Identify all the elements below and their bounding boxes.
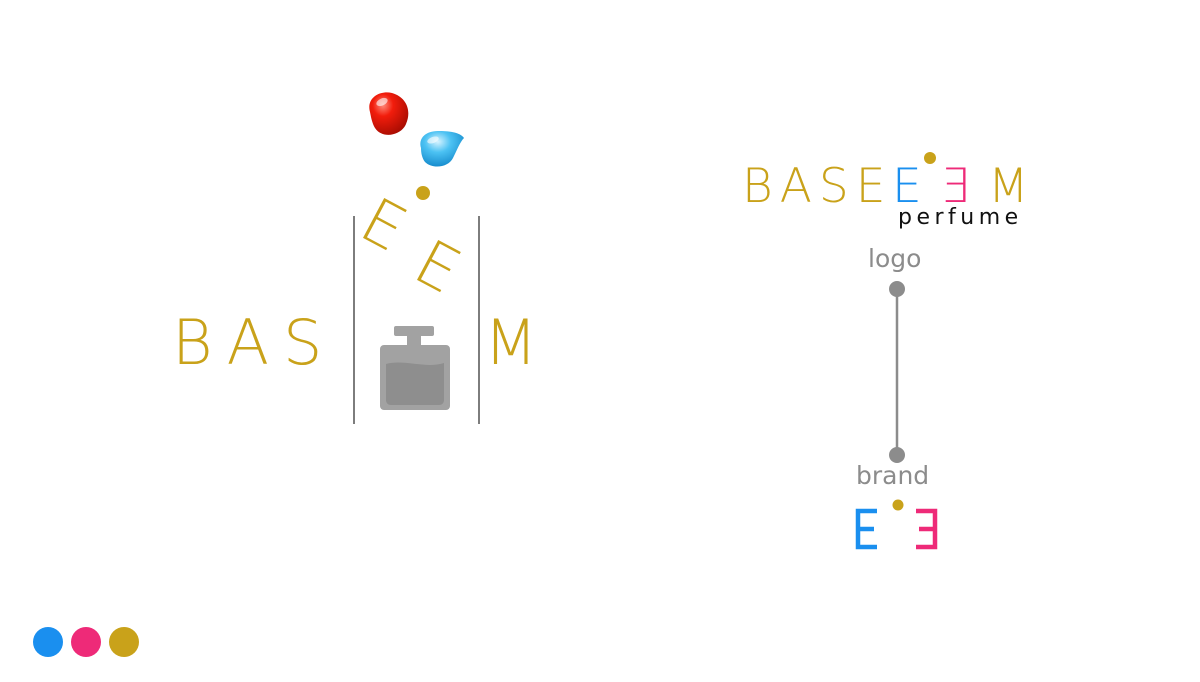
word-bas: BAS	[172, 306, 337, 379]
left-divider-line	[353, 216, 355, 424]
connector-line-icon	[889, 281, 905, 463]
color-swatch-pink	[71, 627, 101, 657]
logo-letter-m: M	[988, 159, 1029, 214]
brand-mark-icon	[855, 499, 938, 550]
tilted-letter-e-upper: E	[349, 183, 419, 266]
baseem-perfume-logo: BASE E Ǝ M perfume	[740, 152, 1060, 235]
logo-letter-e-blue: E	[892, 159, 922, 214]
logo-subtitle-perfume: perfume	[898, 205, 1023, 230]
droplets-icon	[369, 92, 464, 167]
color-swatch-gold	[109, 627, 139, 657]
letter-m: M	[484, 306, 538, 379]
color-swatch-blue	[33, 627, 63, 657]
gold-dot-icon	[416, 186, 430, 200]
logo-reversed-e-pink: Ǝ	[940, 159, 970, 214]
left-logo-composition: E E BAS M	[172, 92, 538, 424]
logo-gold-dot-icon	[924, 152, 936, 164]
perfume-bottle-icon	[380, 326, 450, 410]
right-divider-line	[478, 216, 480, 424]
logo-word-base: BASE	[742, 159, 893, 214]
brand-label: brand	[856, 461, 930, 490]
logo-label: logo	[868, 244, 922, 273]
tilted-letter-e-lower: E	[403, 225, 473, 308]
